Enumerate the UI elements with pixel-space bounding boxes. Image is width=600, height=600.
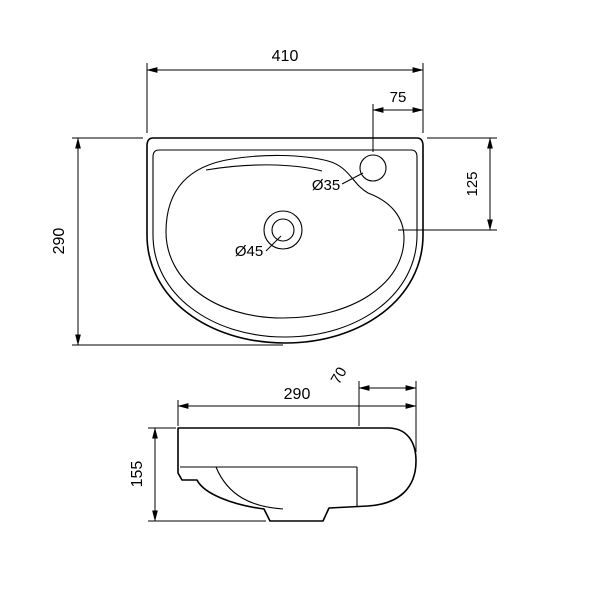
- dim-side-depth: 290: [177, 381, 417, 452]
- dim-overall-width: 410: [146, 48, 424, 133]
- dim-side-ledge: 70: [328, 364, 417, 426]
- top-view-inner-rim: [152, 149, 418, 338]
- top-view-basin-edge: [165, 154, 405, 319]
- top-view-outer-outline: [146, 137, 424, 344]
- dim-75-label: 75: [390, 89, 407, 106]
- side-view-outline: [177, 427, 417, 522]
- tap-hole-leader: [341, 172, 364, 185]
- side-view-bowl-curve: [215, 466, 284, 510]
- dim-290-label: 290: [51, 228, 68, 255]
- drain-diameter-label: Ø45: [235, 243, 263, 260]
- dim-overall-depth: 290: [51, 137, 283, 346]
- dim-tap-offset: 75: [372, 89, 424, 152]
- tap-hole: [359, 154, 387, 182]
- dim-side-290-label: 290: [284, 386, 311, 403]
- dim-155-label: 155: [129, 461, 146, 488]
- top-view: Ø35 Ø45: [146, 137, 424, 344]
- dim-410-label: 410: [272, 48, 299, 65]
- drain-hole-inner: [271, 218, 295, 242]
- drain-leader: [265, 235, 282, 252]
- dim-side-height: 155: [129, 427, 266, 522]
- dim-drain-from-back: 125: [398, 137, 497, 231]
- side-view: [177, 427, 417, 522]
- top-view-ledge-curve: [205, 164, 323, 172]
- dim-70-label: 70: [328, 364, 351, 387]
- drain-hole-outer: [263, 210, 303, 250]
- tap-hole-diameter-label: Ø35: [312, 177, 340, 194]
- dim-125-label: 125: [464, 171, 481, 196]
